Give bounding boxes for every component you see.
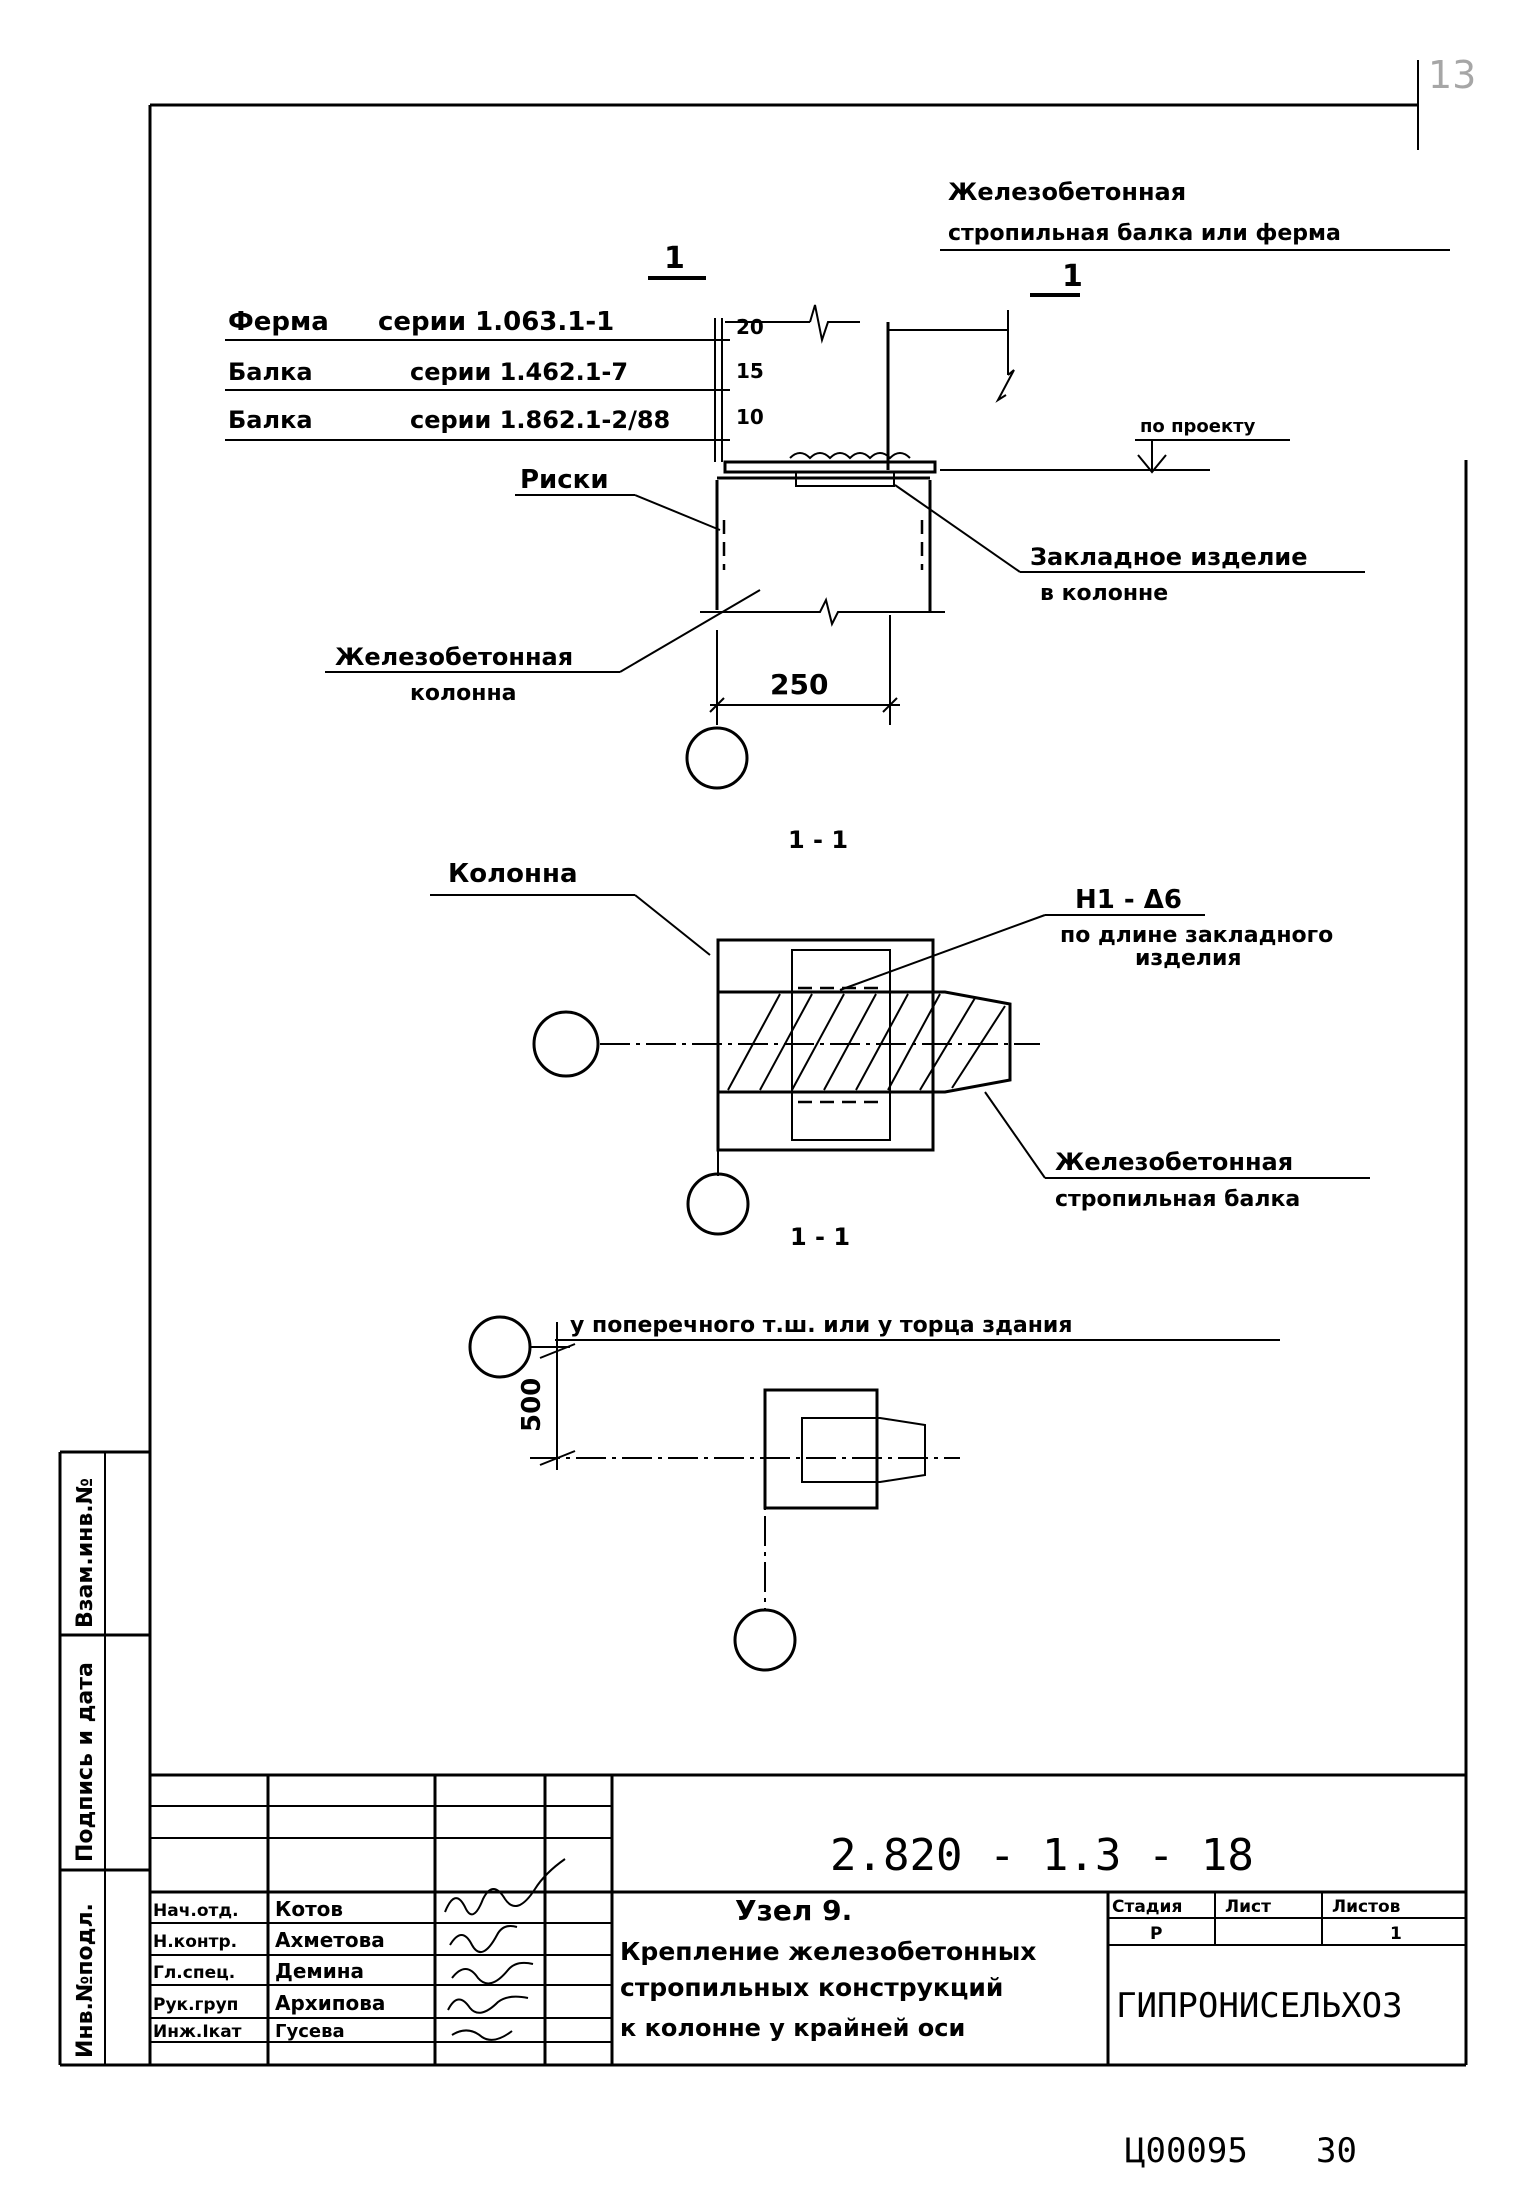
plan-weld-label: Н1 - Δ6: [1075, 885, 1182, 915]
stage-value: Р: [1150, 1924, 1162, 1944]
role-4: Рук.груп: [153, 1995, 238, 2015]
embedded-plate: [723, 452, 937, 487]
embedded-label-line1: Закладное изделие: [1030, 543, 1308, 571]
marks-label: Риски: [520, 465, 609, 495]
side-stamp: [58, 1450, 150, 2065]
location-section-title: 1 - 1: [790, 1223, 850, 1251]
plan-beam-label-line1: Железобетонная: [1055, 1148, 1293, 1176]
series-row-2-text: серии 1.462.1-7: [410, 358, 628, 386]
title-line4: к колонне у крайней оси: [620, 2014, 965, 2042]
organization: ГИПРОНИСЕЛЬХОЗ: [1116, 1986, 1403, 2026]
role-2: Н.контр.: [153, 1932, 237, 1952]
series-row-3-prefix: Балка: [228, 406, 313, 434]
title-line2: Крепление железобетонных: [620, 1937, 1036, 1966]
name-1: Котов: [275, 1897, 343, 1921]
sheet-header: Лист: [1225, 1897, 1271, 1917]
doc-number: 2.820 - 1.3 - 18: [830, 1830, 1254, 1881]
name-5: Гусева: [275, 2021, 345, 2042]
title-line1: Узел 9.: [735, 1894, 852, 1927]
series-row-1-dim: 20: [736, 315, 764, 339]
sheet-frame: [60, 60, 1468, 2067]
series-row-2-dim: 15: [736, 359, 764, 383]
by-project-label: по проекту: [1140, 416, 1256, 437]
plan-weld-note-line2: изделия: [1135, 946, 1242, 971]
column-label-line1: Железобетонная: [335, 643, 573, 671]
axis-bubble-3: [686, 1172, 750, 1236]
role-1: Нач.отд.: [153, 1901, 239, 1921]
axis-bubble-4: [468, 1315, 532, 1379]
series-row-1-prefix: Ферма: [228, 307, 329, 337]
axis-bubble-1: [685, 726, 749, 790]
axis-bubble-2: [532, 1010, 600, 1078]
side-stamp-inv-number: Инв.№подл.: [73, 1903, 98, 2058]
name-2: Ахметова: [275, 1928, 385, 1952]
archive-code: Ц00095: [1125, 2131, 1248, 2171]
location-note: у поперечного т.ш. или у торца здания: [570, 1313, 1072, 1338]
location-column: [763, 1388, 926, 1510]
side-stamp-replaced-inv: Взам.инв.№: [73, 1478, 98, 1628]
name-4: Архипова: [275, 1991, 385, 2015]
dim-250-label: 250: [770, 668, 828, 701]
name-3: Демина: [275, 1959, 364, 1983]
rafter-beam-elevation: [725, 304, 1015, 470]
column-elevation: [700, 476, 945, 627]
page-number: 30: [1316, 2131, 1357, 2171]
series-row-3-dim: 10: [736, 405, 764, 429]
dim-500-label: 500: [517, 1378, 547, 1432]
sheets-header: Листов: [1332, 1897, 1401, 1917]
section-mark-right-label: 1: [1062, 259, 1083, 294]
role-5: Инж.Iкат: [153, 2022, 242, 2042]
stage-header: Стадия: [1112, 1897, 1182, 1917]
series-table: [225, 318, 730, 462]
title-line3: стропильных конструкций: [620, 1973, 1003, 2002]
embedded-label-line2: в колонне: [1040, 581, 1168, 606]
column-label-line2: колонна: [410, 681, 517, 706]
dimension-250: [709, 615, 900, 725]
side-stamp-signature-date: Подпись и дата: [73, 1662, 98, 1862]
signatures: [444, 1858, 566, 2041]
plan-weld-note-line1: по длине закладного: [1060, 923, 1333, 948]
series-row-3-text: серии 1.862.1-2/88: [410, 406, 670, 434]
rafter-label-line2: стропильная балка или ферма: [948, 221, 1341, 246]
plan-beam-label-line2: стропильная балка: [1055, 1187, 1300, 1212]
series-row-2-prefix: Балка: [228, 358, 313, 386]
rafter-label-line1: Железобетонная: [948, 178, 1186, 206]
role-3: Гл.спец.: [153, 1963, 235, 1983]
plan-column-label: Колонна: [448, 859, 578, 889]
page-corner-mark: 13: [1428, 53, 1476, 97]
axis-bubble-5: [733, 1608, 797, 1672]
series-row-1-text: серии 1.063.1-1: [378, 307, 614, 337]
title-block-grid: [150, 1773, 1466, 2065]
sheets-value: 1: [1390, 1924, 1402, 1944]
section-mark-left-label: 1: [664, 241, 685, 276]
plan-beam: [716, 990, 1012, 1094]
plan-section-title: 1 - 1: [788, 826, 848, 854]
